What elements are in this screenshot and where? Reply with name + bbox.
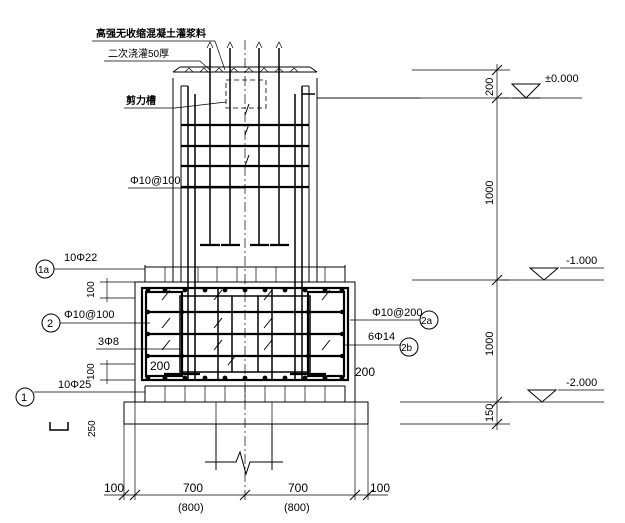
- rebar-3-label: 3Φ8: [98, 336, 119, 348]
- dim-1000-lower: 1000: [484, 332, 496, 356]
- rebar-1-label: 10Φ25: [58, 379, 91, 391]
- column-stirrups: [181, 103, 309, 189]
- base-slab: [123, 401, 369, 476]
- marker-2a: [419, 310, 439, 330]
- rebar-2-label: Φ10@100: [64, 309, 115, 321]
- grout-thickness-label: 二次浇灌50厚: [108, 47, 169, 60]
- elev-top: ±0.000: [545, 73, 579, 85]
- dim-100-upper: 100: [86, 281, 97, 298]
- dim-700-left: 700: [183, 481, 203, 495]
- marker-2b: [399, 337, 419, 357]
- dim-150: 150: [484, 404, 496, 422]
- dim-800-right: (800): [284, 502, 310, 514]
- column-pedestal: [172, 66, 318, 282]
- dim-250-group: 250: [49, 420, 98, 437]
- dim-100-right: 100: [370, 481, 390, 495]
- grout-hatch: [184, 67, 299, 73]
- column-stirrup-label: Φ10@100: [130, 175, 181, 187]
- footing: [134, 265, 356, 403]
- shear-key-label: 剪力槽: [126, 94, 156, 107]
- elev-bottom: -2.000: [566, 377, 597, 389]
- elev-mid: -1.000: [566, 255, 597, 267]
- marker-2a-text: 2a: [421, 316, 433, 327]
- dim-200: 200: [484, 78, 496, 96]
- dim-700-right: 700: [288, 481, 308, 495]
- shear-key-outline: [225, 79, 267, 109]
- rebar-1a-label: 10Φ22: [64, 252, 97, 264]
- top-notes: 高强无收缩混凝土灌浆料 二次浇灌50厚 剪力槽 Φ10@100: [92, 27, 245, 189]
- rebar-2b-label: 6Φ14: [368, 331, 395, 343]
- marker-1a-text: 1a: [38, 265, 50, 276]
- dim-100-left: 100: [104, 481, 124, 495]
- dim-1000-upper: 1000: [484, 181, 496, 205]
- marker-2b-text: 2b: [401, 343, 413, 354]
- left-callouts: 10Φ22 1a 2 Φ10@100 3Φ8 10Φ25 1 100 100 2…: [15, 252, 180, 407]
- rebar-2a-label: Φ10@200: [372, 307, 423, 319]
- dim-100-lower: 100: [86, 363, 97, 380]
- dim-250: 250: [87, 420, 98, 437]
- cover-right-label: 200: [355, 365, 375, 379]
- marker-2-text: 2: [47, 318, 53, 330]
- marker-1-text: 1: [21, 392, 27, 404]
- rebar-dots: [145, 287, 345, 381]
- right-callouts: Φ10@200 2a 6Φ14 2b 200: [344, 307, 439, 379]
- marker-1: [15, 387, 35, 407]
- bottom-dimensions: 100 700 (800) 700 (800) 100: [104, 402, 390, 514]
- grout-note-label: 高强无收缩混凝土灌浆料: [96, 27, 206, 40]
- dim-800-left: (800): [178, 502, 204, 514]
- column-longitudinal-bars: [187, 86, 315, 380]
- cover-left-label: 200: [150, 359, 170, 373]
